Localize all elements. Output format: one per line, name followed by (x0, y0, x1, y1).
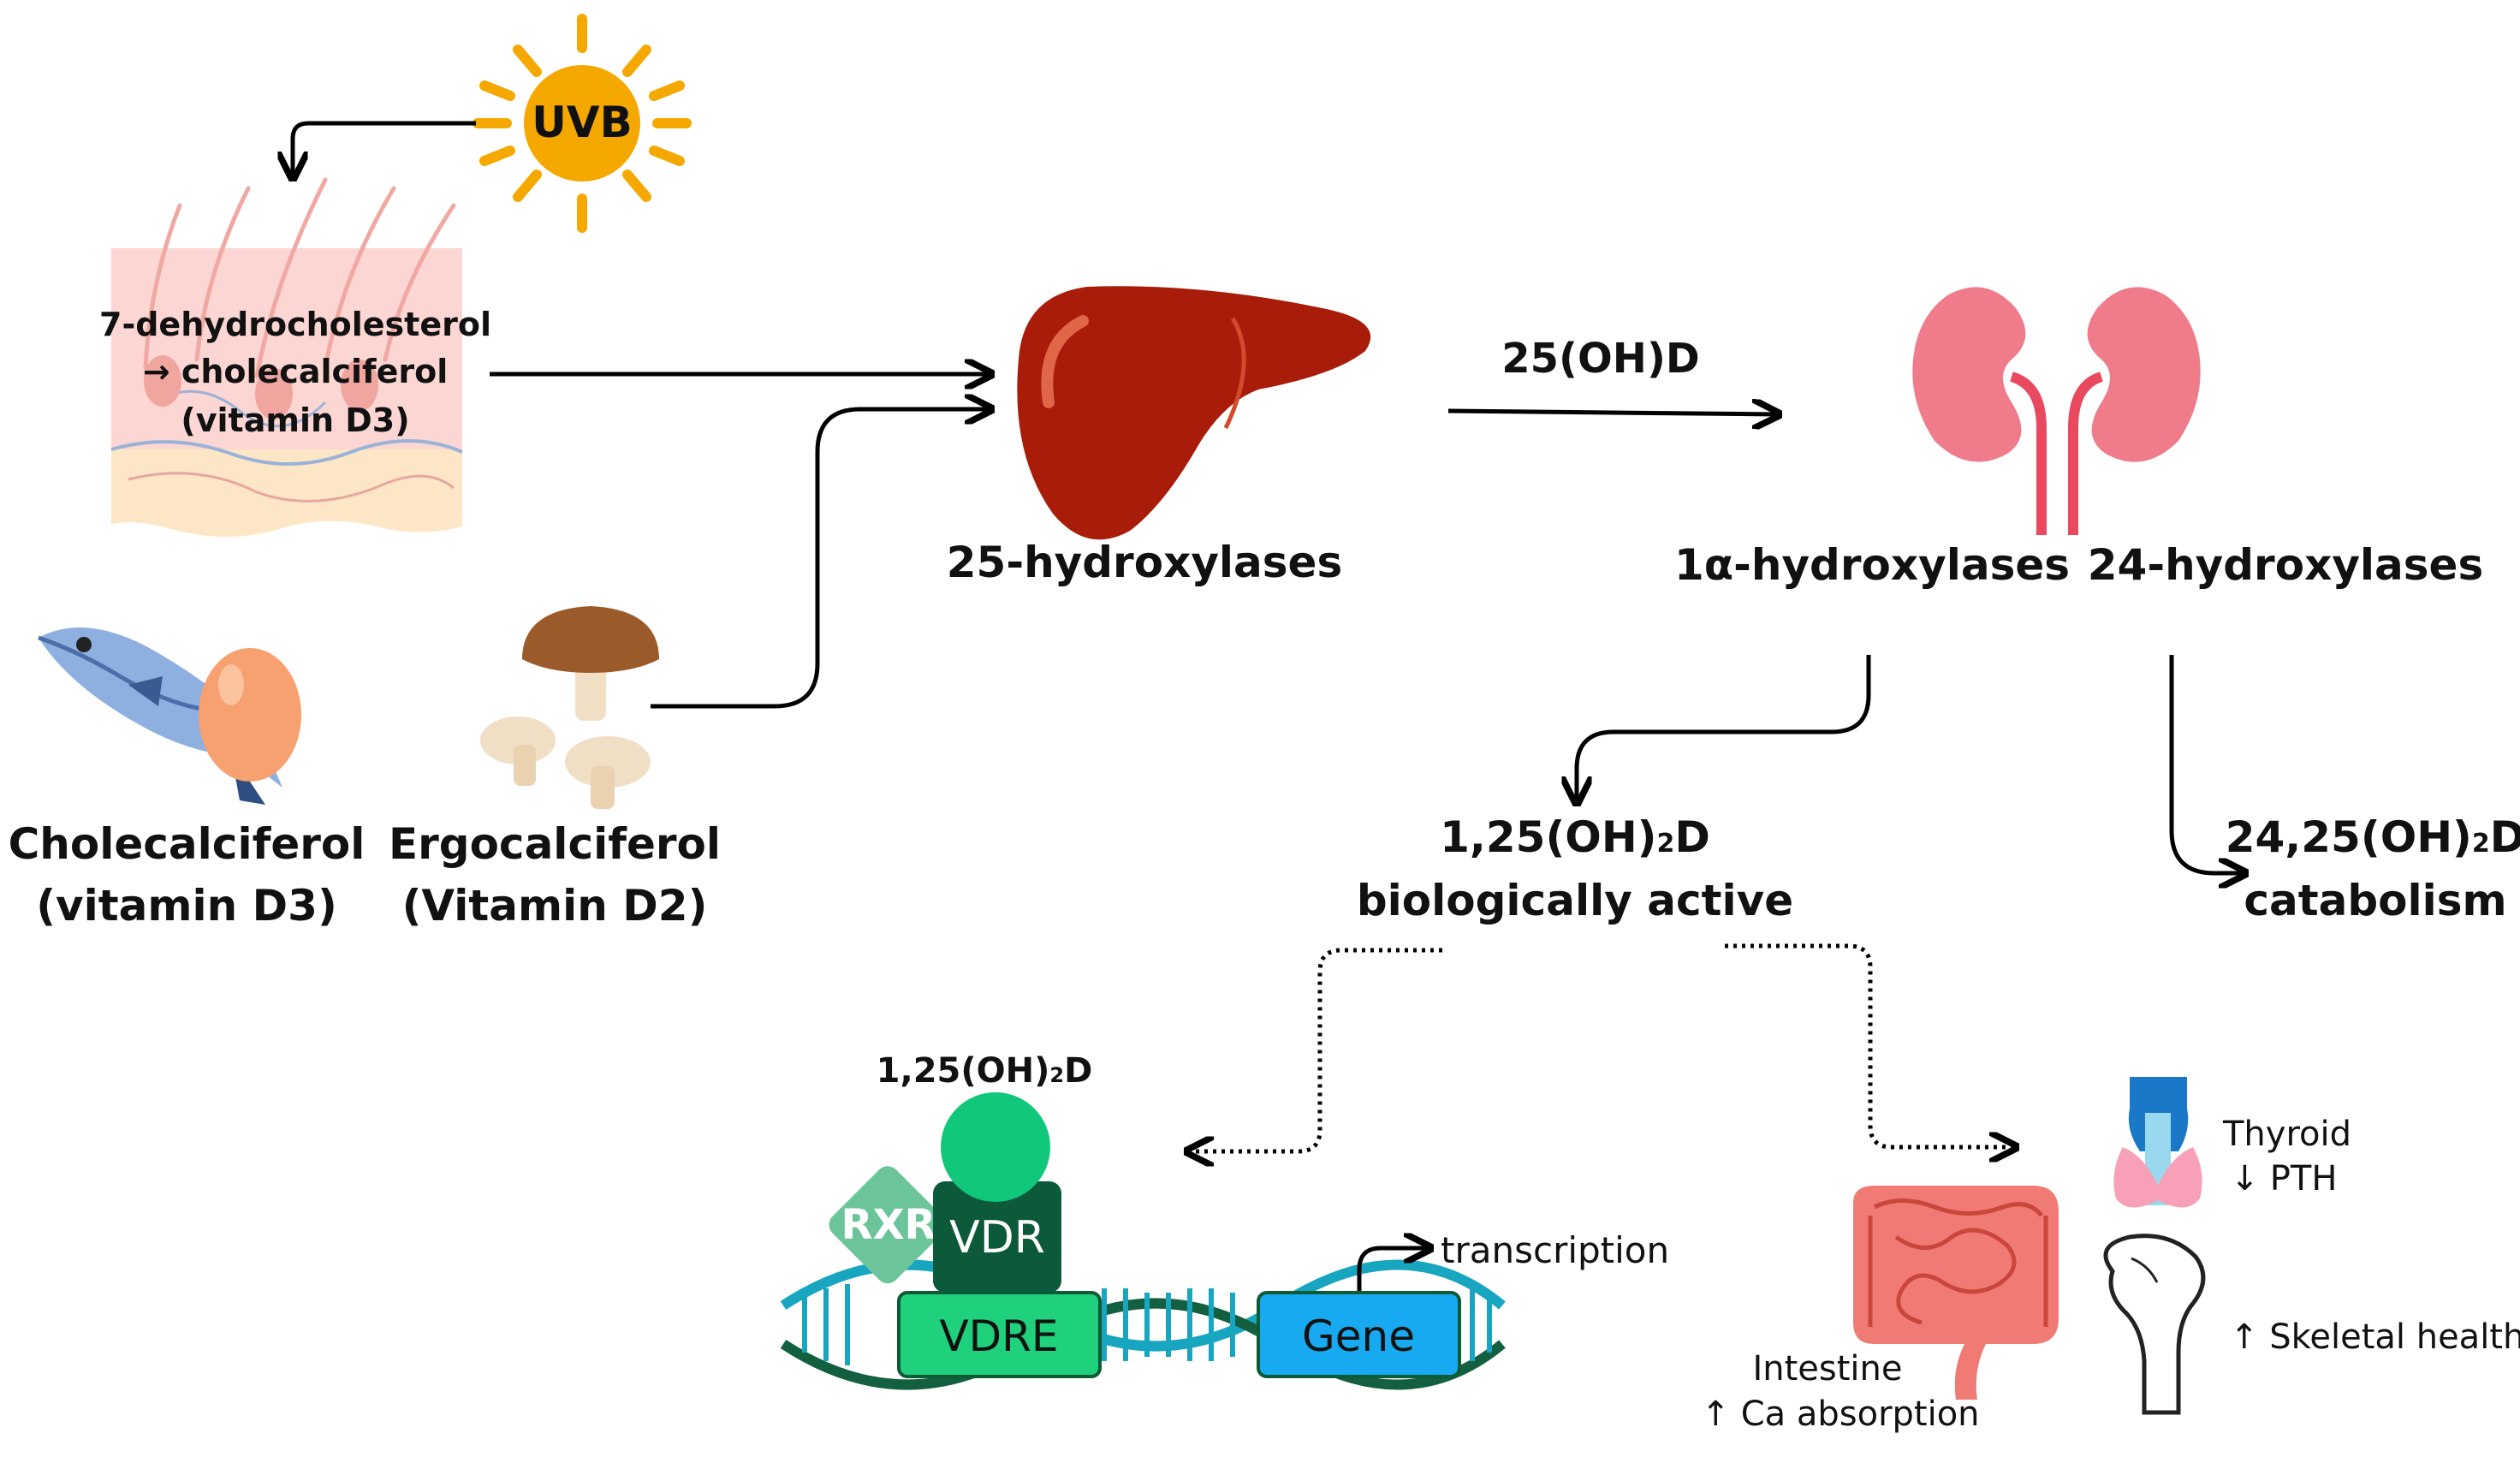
skin-icon (110, 177, 463, 538)
diet-to-liver-arrow (651, 409, 989, 709)
thyroid-line2: ↓ PTH (2231, 1159, 2338, 1198)
to-genomic-dotted-arrow (1190, 948, 1442, 1151)
sun-icon: UVB (472, 14, 692, 233)
uvb-arrow (293, 121, 476, 175)
skin-line3: (vitamin D3) (181, 401, 409, 439)
gene-box: Gene (1257, 1291, 1461, 1378)
vdr-label: VDR (949, 1212, 1045, 1264)
to-effects-dotted-arrow (1725, 943, 2013, 1147)
catabolite-line2: catabolism (2244, 876, 2506, 925)
rxr-label: RXR (841, 1201, 936, 1249)
vdre-label: VDRE (939, 1311, 1058, 1361)
liver-icon (1017, 286, 1371, 540)
kidney-icon (1912, 287, 2201, 535)
vdr-icon: VDR (933, 1181, 1061, 1293)
vdr-ligand-icon (941, 1092, 1050, 1202)
active-metabolite-line1: 1,25(OH)2D (1440, 812, 1710, 862)
to-catabolism-arrow (2169, 655, 2243, 873)
mushroom-line1: Ergocalciferol (389, 819, 721, 869)
gene-label: Gene (1302, 1311, 1415, 1361)
vdre-box: VDRE (897, 1291, 1102, 1378)
fish-egg-line1: Cholecalciferol (9, 819, 366, 869)
liver-enzyme-label: 25-hydroxylases (947, 538, 1342, 587)
liver-to-kidney-arrow (1447, 411, 1776, 414)
intestine-line1: Intestine (1752, 1349, 1902, 1389)
kidney-24-label: 24-hydroxylases (2088, 540, 2483, 590)
transcription-label: transcription (1441, 1229, 1669, 1271)
kidney-1alpha-label: 1α-hydroxylases (1674, 540, 2070, 590)
mushroom-icon (480, 606, 659, 809)
skin-line1: 7-dehydrocholesterol (99, 306, 491, 343)
thyroid-line1: Thyroid (2222, 1115, 2351, 1154)
fish-egg-line2: (vitamin D3) (36, 881, 337, 931)
mushroom-line2: (Vitamin D2) (402, 881, 708, 931)
catabolite-line1: 24,25(OH)2D (2226, 812, 2520, 862)
egg-icon (199, 648, 301, 782)
ligand-label: 1,25(OH)2D (877, 1051, 1093, 1091)
active-metabolite-line2: biologically active (1357, 876, 1793, 925)
bone-icon (2103, 1234, 2206, 1415)
intestine-line2: ↑ Ca absorption (1701, 1395, 1979, 1434)
transcription-arrow (1357, 1248, 1428, 1291)
to-active-arrow (1577, 655, 1871, 800)
uvb-label: UVB (532, 98, 632, 147)
metabolite-25ohd: 25(OH)D (1501, 335, 1700, 383)
skin-line2: → cholecalciferol (143, 353, 448, 390)
thyroid-icon (2113, 1077, 2202, 1208)
bone-effect-label: ↑ Skeletal health (2230, 1317, 2520, 1357)
intestine-icon (1853, 1186, 2059, 1400)
rxr-icon: RXR (829, 1166, 947, 1284)
